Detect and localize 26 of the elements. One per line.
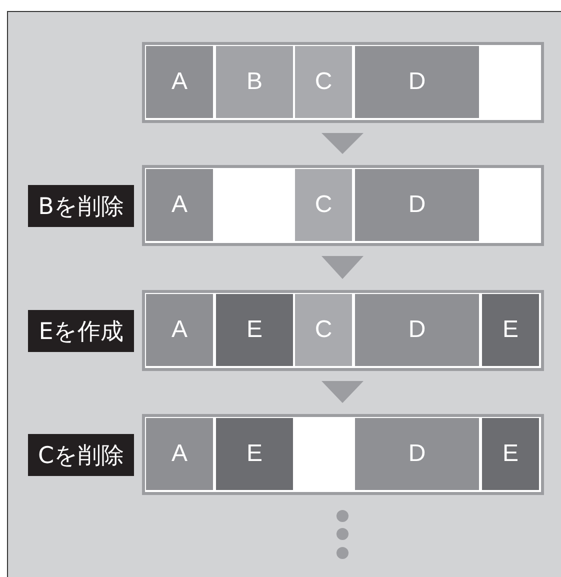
block-cell: C: [295, 294, 352, 366]
block-cell: D: [355, 418, 479, 490]
memory-bar: [142, 414, 544, 495]
step-label: Eを作成: [28, 310, 134, 352]
memory-bar: [142, 165, 544, 246]
step-label: Cを削除: [28, 434, 134, 476]
block-cell: D: [355, 294, 479, 366]
block-cell: D: [355, 46, 479, 118]
down-arrow: [322, 256, 364, 279]
block-cell: E: [216, 294, 293, 366]
memory-bar: [142, 290, 544, 371]
down-arrow: [322, 133, 364, 154]
block-cell: C: [295, 169, 352, 241]
block-cell: D: [355, 169, 479, 241]
block-cell: E: [216, 418, 293, 490]
memory-bar: [142, 42, 544, 123]
step-label: Bを削除: [28, 185, 134, 227]
block-cell: B: [216, 46, 293, 118]
block-cell: A: [146, 46, 213, 118]
block-cell: E: [482, 294, 539, 366]
block-cell: E: [482, 418, 539, 490]
block-cell: A: [146, 294, 213, 366]
down-arrow: [322, 381, 364, 403]
block-cell: C: [295, 46, 352, 118]
block-cell: A: [146, 169, 213, 241]
block-cell: A: [146, 418, 213, 490]
